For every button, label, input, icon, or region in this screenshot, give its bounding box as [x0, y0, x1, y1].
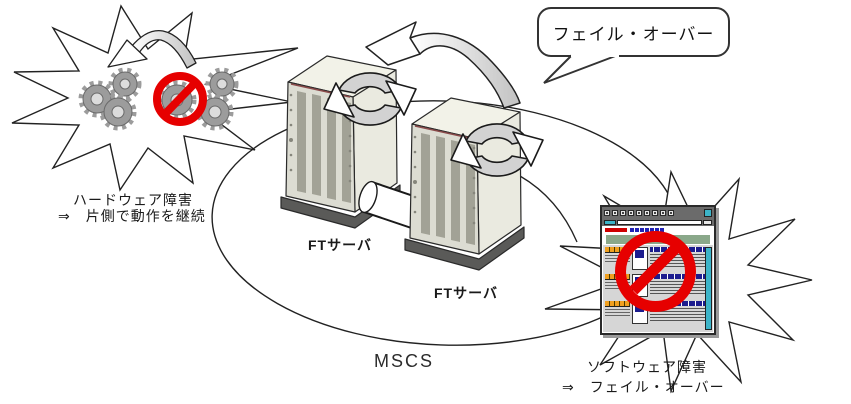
browser-toolbar-button	[636, 209, 642, 216]
orange-heading	[605, 247, 630, 253]
browser-toolbar-button	[612, 209, 618, 216]
orange-heading	[605, 301, 630, 307]
browser-logo-icon	[704, 208, 712, 217]
rotation-arrows-icon-left	[323, 72, 417, 126]
cluster-arc	[519, 175, 578, 243]
browser-toolbar-button	[652, 209, 658, 216]
browser-toolbar-button	[660, 209, 666, 216]
failover-bubble-label: フェイル・オーバー	[552, 24, 715, 44]
hardware-failure-title: ハードウェア障害	[73, 192, 193, 208]
address-field	[617, 219, 702, 225]
scrollbar	[705, 247, 712, 330]
text-lines	[650, 308, 705, 321]
go-button	[703, 219, 712, 225]
software-failure-title: ソフトウェア障害	[587, 359, 707, 375]
browser-addressbar	[602, 218, 714, 226]
rollover-arrow-icon	[107, 29, 197, 69]
site-logo-text	[605, 228, 627, 232]
curved-arrow-icon	[365, 21, 521, 109]
hardware-failure-result: ⇒ 片側で動作を継続	[58, 208, 206, 224]
bubble-tail	[543, 53, 619, 84]
rotation-arrows-icon-right	[450, 123, 544, 177]
browser-toolbar-button	[620, 209, 626, 216]
browser-toolbar-button	[628, 209, 634, 216]
page-masthead	[602, 226, 714, 234]
failover-bubble: フェイル・オーバー	[537, 7, 730, 57]
text-lines	[605, 309, 630, 318]
server-left-label: FTサーバ	[308, 237, 372, 253]
cluster-label: MSCS	[374, 351, 435, 371]
browser-toolbar-button	[644, 209, 650, 216]
software-failure-result: ⇒ フェイル・オーバー	[562, 379, 725, 395]
server-right	[404, 97, 525, 271]
browser-titlebar	[602, 207, 714, 218]
prohibition-icon-hardware	[153, 72, 207, 126]
site-tagline-text	[630, 228, 664, 232]
browser-toolbar-button	[668, 209, 674, 216]
prohibition-slash	[628, 241, 683, 295]
browser-toolbar-button	[604, 209, 610, 216]
server-right-label: FTサーバ	[434, 285, 498, 301]
prohibition-icon-software	[615, 231, 696, 312]
address-icon	[604, 219, 616, 225]
